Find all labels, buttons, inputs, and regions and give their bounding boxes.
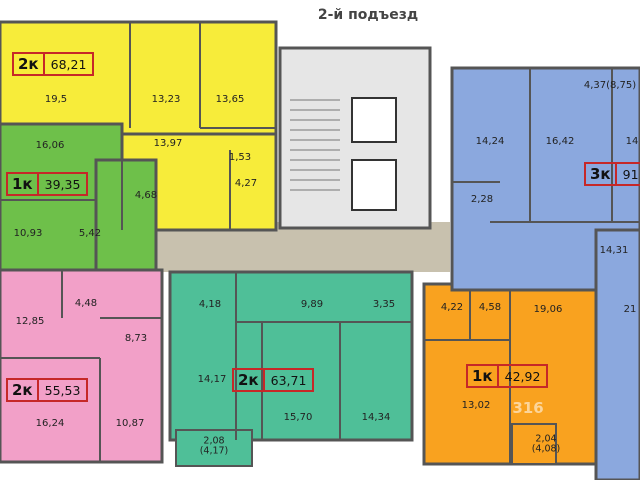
- badge-yellow: 2к 68,21: [12, 52, 95, 76]
- room-area: 14,24: [475, 136, 505, 147]
- badge-area: 39,35: [44, 176, 81, 192]
- badge-area: 42,92: [504, 368, 541, 384]
- room-area: 4,37(8,75): [583, 80, 637, 91]
- room-area: 19,06: [533, 304, 563, 315]
- room-area: 16,24: [35, 418, 65, 429]
- room-area: 14,31: [599, 245, 629, 256]
- apartment-pink: [0, 268, 164, 464]
- entrance-title: 2-й подъезд: [317, 7, 419, 23]
- badge-green: 1к 39,35: [6, 172, 89, 196]
- badge-area: 91: [622, 166, 639, 182]
- elevator-1: [351, 97, 397, 143]
- room-area: 19,5: [44, 94, 68, 105]
- room-area: 9,89: [300, 299, 324, 310]
- room-area: 13,65: [215, 94, 245, 105]
- badge-type: 1к: [8, 174, 39, 194]
- badge-pink: 2к 55,53: [6, 378, 89, 402]
- room-area: 15,70: [283, 412, 313, 423]
- room-area: 16,42: [545, 136, 575, 147]
- room-area: 4,48: [74, 298, 98, 309]
- badge-area: 68,21: [50, 56, 87, 72]
- room-area: 2,28: [470, 194, 494, 205]
- room-area: 8,73: [124, 333, 148, 344]
- apartment-blue: [450, 66, 640, 480]
- badge-type: 1к: [468, 366, 499, 386]
- room-area: 4,18: [198, 299, 222, 310]
- apartment-orange: [422, 282, 598, 466]
- badge-type: 3к: [586, 164, 617, 184]
- room-area: 13,02: [461, 400, 491, 411]
- room-area: 13,97: [153, 138, 183, 149]
- room-area: 2,04 (4,08): [531, 433, 561, 454]
- room-area: 4,68: [134, 190, 158, 201]
- room-area: 14,34: [361, 412, 391, 423]
- badge-blue: 3к 91: [584, 162, 640, 186]
- room-area: 14,17: [197, 374, 227, 385]
- room-area: 16,06: [35, 140, 65, 151]
- badge-type: 2к: [14, 54, 45, 74]
- room-area: 13,23: [151, 94, 181, 105]
- room-area: 2,08 (4,17): [199, 435, 229, 456]
- badge-type: 2к: [234, 370, 265, 390]
- watermark: 316: [512, 399, 544, 417]
- elevator-2: [351, 159, 397, 211]
- badge-teal: 2к 63,71: [232, 368, 315, 392]
- room-area: 3,35: [372, 299, 396, 310]
- apartment-teal: [168, 270, 414, 467]
- apartment-green: [0, 122, 158, 272]
- room-area: 12,85: [15, 316, 45, 327]
- badge-area: 55,53: [44, 382, 81, 398]
- room-area: 21: [623, 304, 637, 315]
- room-area: 10,93: [13, 228, 43, 239]
- room-area: 14: [625, 136, 639, 147]
- room-area: 4,58: [478, 302, 502, 313]
- room-area: 1,53: [228, 152, 252, 163]
- room-area: 5,42: [78, 228, 102, 239]
- room-area: 4,27: [234, 178, 258, 189]
- room-area: 4,22: [440, 302, 464, 313]
- badge-orange: 1к 42,92: [466, 364, 549, 388]
- badge-type: 2к: [8, 380, 39, 400]
- badge-area: 63,71: [270, 372, 307, 388]
- stairs: [290, 99, 340, 191]
- room-area: 10,87: [115, 418, 145, 429]
